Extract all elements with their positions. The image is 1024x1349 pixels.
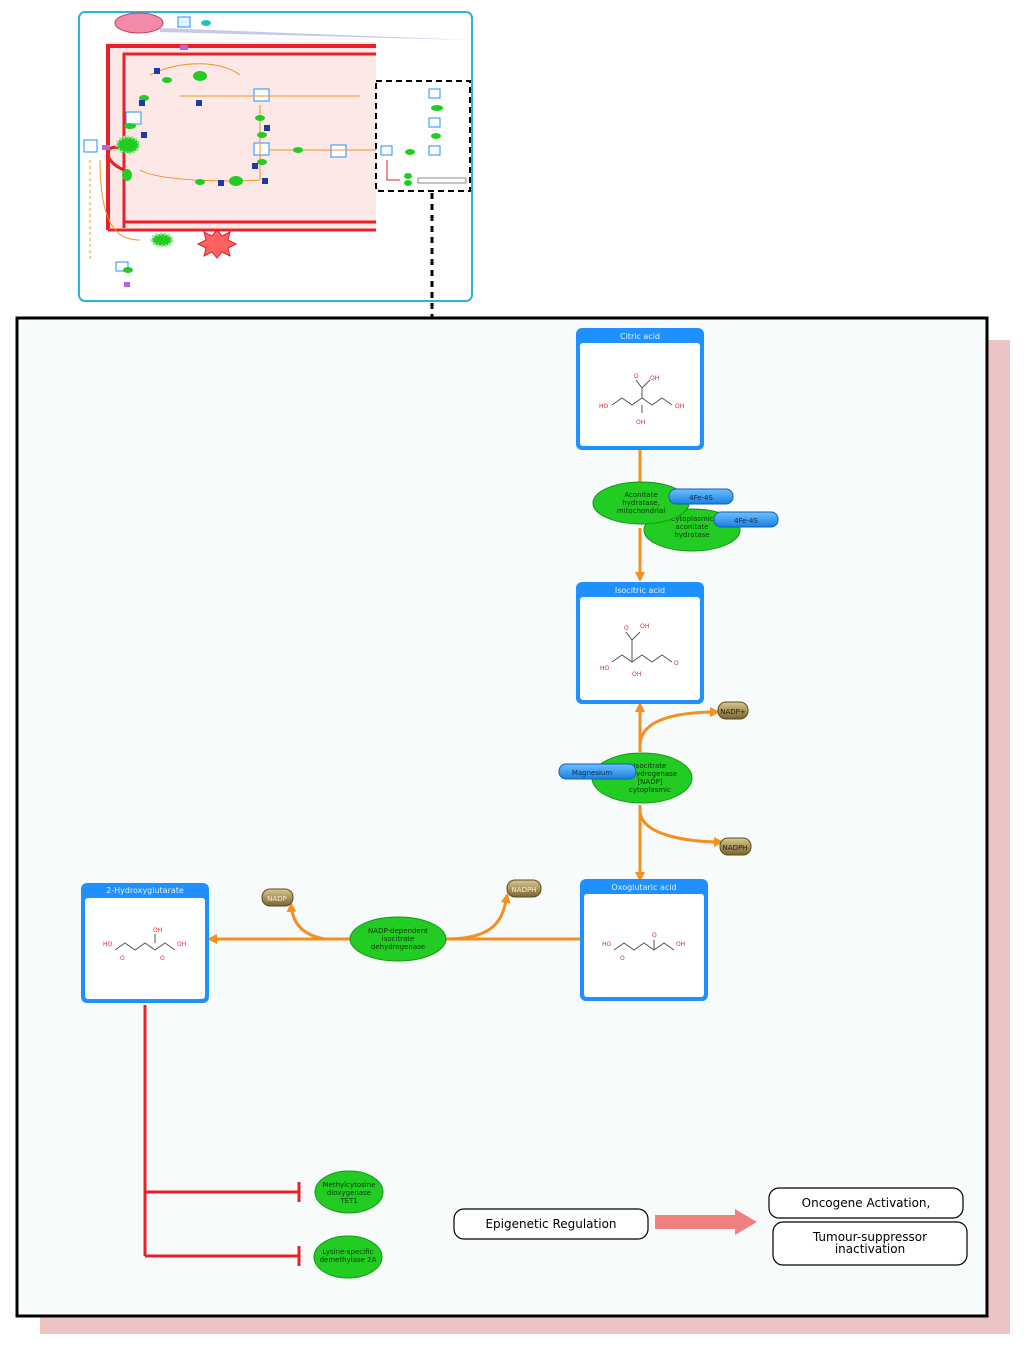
aconitase-cyto-line1: Cytoplasmic [671, 515, 714, 523]
mutant-idh-line3: dehydrogenase [371, 943, 425, 951]
svg-text:HO: HO [103, 941, 113, 948]
tet-line2: dioxygenase [327, 1189, 371, 1197]
hydroxyglutarate-structure-icon [114, 934, 176, 951]
svg-text:OH: OH [676, 941, 685, 948]
svg-text:OH: OH [177, 941, 186, 948]
outcome-arrow [655, 1209, 757, 1235]
svg-text:HO: HO [599, 403, 609, 410]
aconitase-cyto-line3: hydratase [674, 531, 709, 539]
svg-text:OH: OH [675, 403, 684, 410]
cofactor-nadph[interactable]: NADPH [719, 837, 752, 856]
cofactor-nadp-plus[interactable]: NADP+ [717, 701, 749, 720]
fes-2-label: 4Fe-4S [734, 517, 758, 525]
oxoglutaric-acid-structure-icon [613, 940, 675, 951]
tumour-suppressor-box[interactable]: Tumour-suppressor inactivation [772, 1221, 968, 1266]
svg-text:OH: OH [636, 419, 645, 426]
zoom-selection-box [375, 80, 471, 192]
svg-text:OH: OH [153, 927, 162, 934]
citric-acid-structure-icon [611, 379, 673, 413]
epigenetic-regulation-box[interactable]: Epigenetic Regulation [453, 1208, 649, 1240]
kdm-line2: demethylase 2A [320, 1256, 377, 1264]
svg-text:O: O [652, 932, 657, 939]
svg-text:HO: HO [602, 941, 612, 948]
cofactor-magnesium[interactable]: Magnesium [558, 763, 637, 780]
oncogene-activation-label: Oncogene Activation, [802, 1196, 931, 1210]
mutant-idh-line2: isocitrate [382, 935, 415, 943]
svg-text:O: O [160, 955, 165, 962]
idh-line4: cytoplasmic [629, 786, 671, 794]
isocitric-acid-title: Isocitric acid [615, 586, 665, 595]
aconitate-mito-line1: Aconitate [624, 491, 657, 499]
edge-to-nadp-plus [638, 707, 720, 747]
svg-text:O: O [674, 660, 679, 667]
enzyme-kdm2a[interactable]: Lysine-specific demethylase 2A [313, 1235, 383, 1279]
oncogene-activation-box[interactable]: Oncogene Activation, [768, 1187, 964, 1219]
nadph-label: NADPH [723, 844, 748, 852]
molecule-isocitric-acid[interactable]: Isocitric acid HO O O OH OH [576, 582, 704, 704]
svg-text:O: O [624, 625, 629, 632]
edge-to-nadph [638, 809, 724, 847]
molecule-oxoglutaric-acid[interactable]: Oxoglutaric acid HO OH O O [580, 879, 708, 1001]
svg-text:O: O [120, 955, 125, 962]
idh-line3: [NADP] [637, 778, 662, 786]
edge-to-nadp [286, 902, 326, 941]
svg-text:HO: HO [600, 665, 610, 672]
edge-from-nadph [445, 893, 511, 941]
nadp-plus-label: NADP+ [720, 708, 746, 716]
svg-text:OH: OH [650, 375, 659, 382]
svg-text:O: O [620, 955, 625, 962]
magnesium-label: Magnesium [572, 769, 613, 777]
overview-thumbnail [78, 11, 473, 302]
aconitase-cyto-line2: aconitate [676, 523, 709, 531]
aconitate-mito-line2: hydratase, [622, 499, 659, 507]
molecule-citric-acid[interactable]: Citric acid HO OH O OH OH [576, 328, 704, 450]
enzyme-mutant-idh[interactable]: NADP-dependent isocitrate dehydrogenase [349, 916, 447, 962]
tet-line3: TET1 [339, 1197, 357, 1205]
detail-panel [15, 316, 989, 1318]
epigenetic-regulation-label: Epigenetic Regulation [485, 1217, 616, 1231]
cofactor-nadp[interactable]: NADP [261, 888, 294, 907]
cofactor-4fe4s-2[interactable]: 4Fe-4S [713, 511, 779, 528]
isocitric-acid-structure-icon [611, 631, 673, 663]
oxoglutaric-acid-title: Oxoglutaric acid [611, 883, 676, 892]
mutant-idh-line1: NADP-dependent [368, 927, 428, 935]
enzyme-tet1[interactable]: Methylcytosine dioxygenase TET1 [314, 1170, 384, 1214]
hydroxyglutarate-title: 2-Hydroxyglutarate [106, 886, 184, 895]
tumour-suppressor-line2: inactivation [835, 1242, 905, 1256]
kdm-line1: Lysine-specific [323, 1248, 374, 1256]
cofactor-nadph-left[interactable]: NADPH [506, 879, 542, 898]
aconitate-mito-line3: mitochondrial [617, 507, 665, 515]
nadph-left-label: NADPH [512, 886, 537, 894]
citric-acid-title: Citric acid [620, 332, 660, 341]
idh-line1: Isocitrate [634, 762, 667, 770]
idh-line2: dehydrogenase [623, 770, 677, 778]
tet-line1: Methylcytosine [323, 1181, 376, 1189]
tumour-suppressor-line1: Tumour-suppressor [812, 1230, 927, 1244]
mitochondrion-icon [114, 12, 164, 34]
svg-text:O: O [634, 373, 639, 380]
cofactor-4fe4s-1[interactable]: 4Fe-4S [668, 488, 734, 505]
inhibition-edges [143, 1005, 301, 1266]
svg-text:OH: OH [640, 623, 649, 630]
fes-1-label: 4Fe-4S [689, 494, 713, 502]
svg-text:OH: OH [632, 671, 641, 678]
molecule-hydroxyglutarate[interactable]: 2-Hydroxyglutarate HO OH OH O O [81, 883, 209, 1003]
nadp-label: NADP [267, 895, 287, 903]
